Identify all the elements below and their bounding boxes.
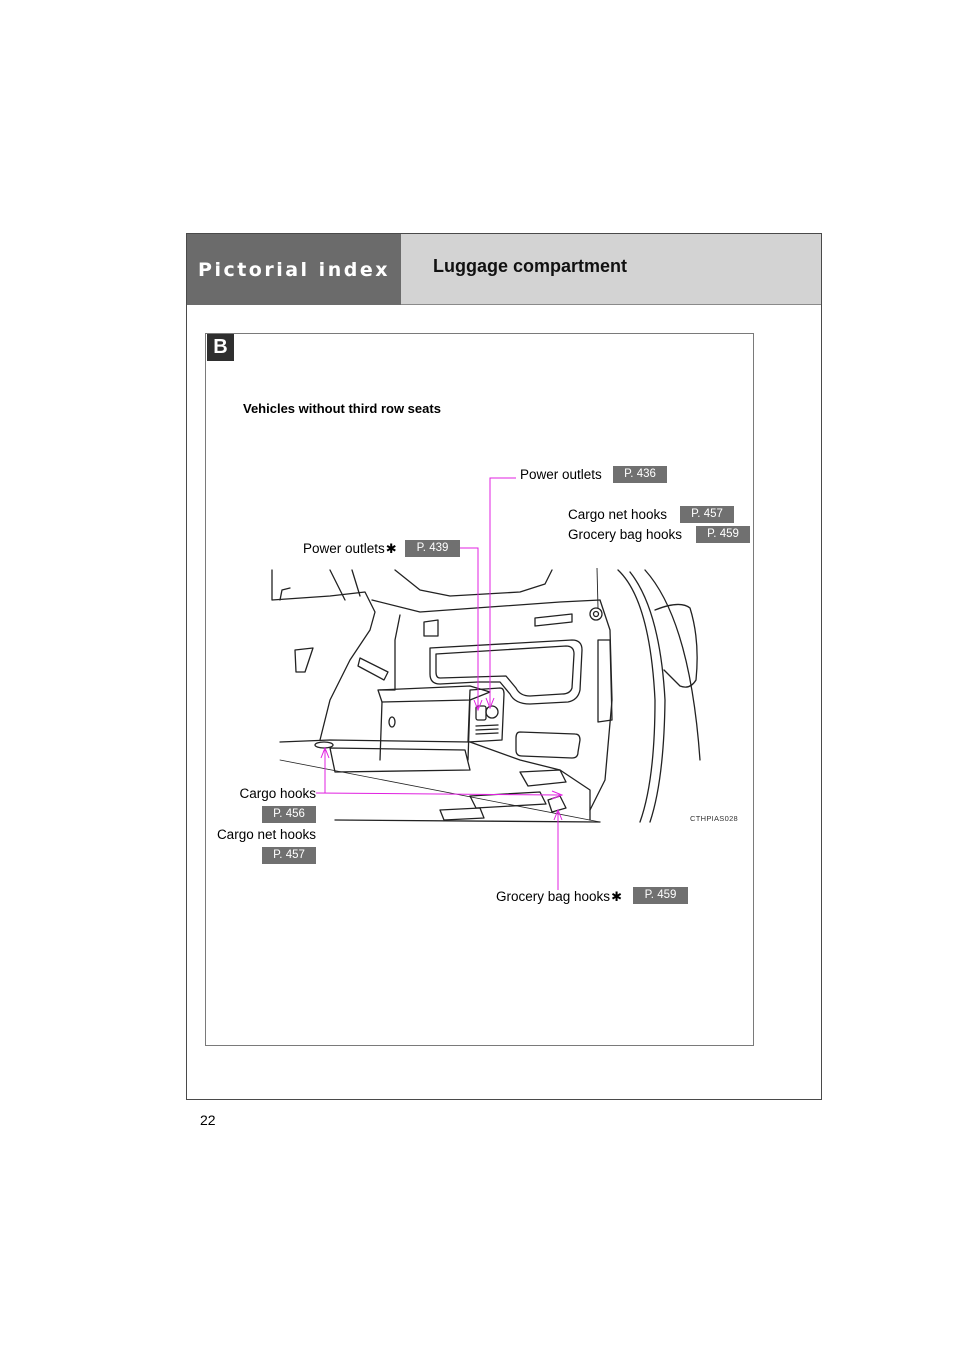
cargo-net-hooks-bottom-page-ref[interactable]: P. 457	[262, 847, 316, 864]
header-bar: Luggage compartment	[401, 234, 821, 305]
figure-box	[205, 333, 754, 1046]
page-frame	[186, 233, 822, 1100]
cargo-hooks-label: Cargo hooks	[239, 786, 316, 801]
page-number: 22	[200, 1112, 216, 1128]
power-outlets-optional-page-ref[interactable]: P. 439	[405, 540, 460, 557]
asterisk-icon: ✱	[385, 541, 397, 556]
asterisk-icon: ✱	[611, 889, 622, 904]
power-outlets-optional-label: Power outlets✱	[303, 541, 397, 557]
cargo-net-hooks-bottom-label: Cargo net hooks	[216, 827, 316, 842]
figure-subtitle: Vehicles without third row seats	[243, 401, 441, 416]
section-badge: B	[207, 334, 234, 361]
section-label: Pictorial index	[187, 234, 401, 305]
cargo-hooks-page-ref[interactable]: P. 456	[262, 806, 316, 823]
power-outlets-page-ref[interactable]: P. 436	[613, 466, 667, 483]
grocery-bag-hooks-optional-label: Grocery bag hooks✱	[496, 889, 622, 905]
power-outlets-optional-text: Power outlets	[303, 541, 385, 556]
grocery-bag-hooks-optional-text: Grocery bag hooks	[496, 889, 611, 904]
grocery-bag-hooks-optional-page-ref[interactable]: P. 459	[633, 887, 688, 904]
grocery-bag-hooks-page-ref[interactable]: P. 459	[696, 526, 750, 543]
figure-code: CTHPIAS028	[690, 814, 739, 823]
cargo-net-hooks-label: Cargo net hooks	[568, 507, 668, 522]
page-title: Luggage compartment	[433, 256, 628, 276]
cargo-net-hooks-page-ref[interactable]: P. 457	[680, 506, 734, 523]
power-outlets-label: Power outlets	[520, 467, 602, 482]
grocery-bag-hooks-label: Grocery bag hooks	[568, 527, 683, 542]
